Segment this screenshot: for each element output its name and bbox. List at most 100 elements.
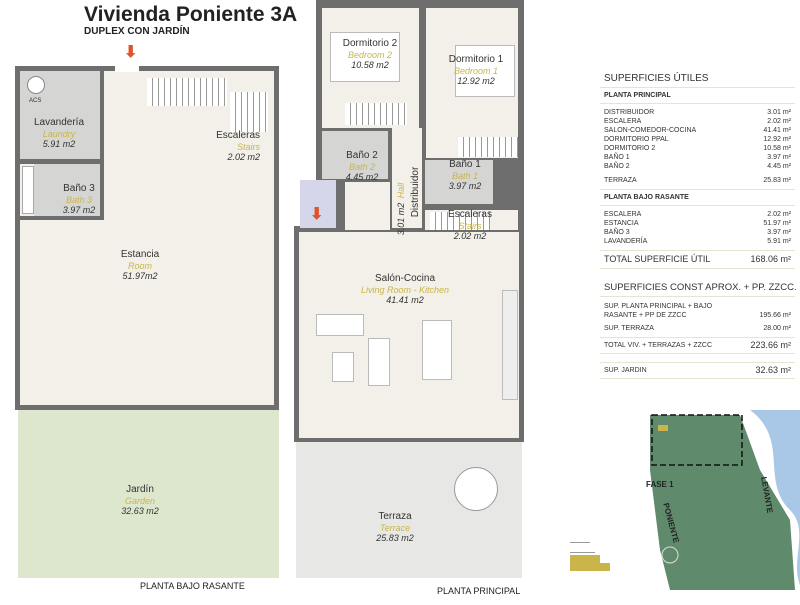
room-name-en: Bath 1 [451,170,479,181]
room-name-en: Terrace [379,522,411,533]
room-name: Dormitorio 1 [448,54,504,65]
room-stairs: Escaleras Stairs 2.02 m2 [440,209,500,241]
kitchen-counter [502,290,518,400]
wall [100,71,104,220]
bath3-room [34,164,100,216]
row-label: BAÑO 2 [604,163,630,170]
room-name: Lavandería [33,117,85,128]
row-value: 195.66 m² [759,312,791,319]
row-label: DISTRIBUIDOR [604,109,655,116]
sofa [368,338,390,386]
room-stairs: Escaleras Stairs 2.02 m2 [190,130,260,162]
page-title: Vivienda Poniente 3A [84,3,298,26]
row-label: SALON-COMEDOR-COCINA [604,127,697,134]
room-area: 3.97 m2 [62,204,96,215]
room-name-en: Hall [396,182,406,199]
room-area: 32.63 m2 [121,505,159,516]
section-heading: PLANTA BAJO RASANTE [600,189,795,206]
room-living-kitchen: Salón-Cocina Living Room - Kitchen 41.41… [340,273,470,305]
row-value: 2.02 m² [767,118,791,125]
table-row: DORMITORIO PPAL 12.92 m² [600,135,795,144]
room-area: 25.83 m2 [376,532,414,543]
room-name-en: Stairs [236,141,260,152]
water-heater-icon [27,76,45,94]
row-label: TOTAL VIV. + TERRAZAS + ZZCC [604,342,713,349]
room-name: Jardín [126,484,154,495]
arrow-down-icon: ⬇ [310,206,324,223]
sofa [316,314,364,336]
room-name-en: Laundry [42,128,76,139]
row-value: 51.97 m² [763,220,791,227]
room-name: Dormitorio 2 [342,38,398,49]
row-label: SUP. JARDIN [604,367,647,374]
room-name-en: Garden [124,495,156,506]
room-garden: Jardín Garden 32.63 m2 [100,484,180,516]
room-area: 5.91 m2 [42,138,76,149]
row-label: DORMITORIO PPAL [604,136,669,143]
room-area: 41.41 m2 [386,294,424,305]
room-area: 51.97m2 [122,270,158,281]
row-label: LAVANDERÍA [604,238,648,245]
table-row: SUP. PLANTA PRINCIPAL + BAJO RASANTE + P… [600,297,795,320]
room-area: 3.97 m2 [448,180,482,191]
row-label: ESCALERA [604,211,642,218]
room-name: Terraza [378,511,412,522]
wardrobe [345,103,407,125]
dining-table [422,320,452,380]
plan-lower-label: PLANTA BAJO RASANTE [140,581,245,591]
building-section-icon [560,535,610,575]
closet-floor [345,182,390,230]
room-bath2: Baño 2 Bath 2 4.45 m2 [340,150,384,182]
table-row: TERRAZA 25.83 m² [600,176,795,185]
areas-table: SUPERFICIES ÚTILES PLANTA PRINCIPAL DIST… [600,68,797,379]
room-bath3: Baño 3 Bath 3 3.97 m2 [50,183,108,215]
room-name: Salón-Cocina [374,273,436,284]
room-name: Escaleras [216,130,260,141]
room-area: 2.02 m2 [227,151,260,162]
row-label: SUP. PLANTA PRINCIPAL + BAJO RASANTE + P… [604,303,713,319]
arrow-down-icon: ⬇ [124,44,138,61]
door [115,66,139,72]
room-bath1: Baño 1 Bath 1 3.97 m2 [440,159,490,191]
row-label: ESCALERA [604,118,642,125]
room-estancia: Estancia Room 51.97m2 [100,249,180,281]
room-bedroom1: Dormitorio 1 Bedroom 1 12.92 m2 [436,54,516,86]
terrace-table [454,467,498,511]
row-value: 12.92 m² [763,136,791,143]
room-name-en: Bath 3 [65,194,93,205]
room-bedroom2: Dormitorio 2 Bedroom 2 10.58 m2 [330,38,410,70]
bed [330,32,400,82]
room-name-en: Bath 2 [348,161,376,172]
room-name: Distribuidor [410,166,421,218]
wall [20,159,104,164]
room-area: 12.92 m2 [457,75,495,86]
room-hall: Distribuidor [408,157,421,227]
table-title: SUPERFICIES ÚTILES [600,68,795,88]
terrace [296,442,522,578]
stairs [430,212,490,230]
row-label: ESTANCIA [604,220,639,227]
shower [22,166,34,214]
row-value: 25.83 m² [763,177,791,184]
row-value: 3.01 m² [767,109,791,116]
row-value: 4.45 m² [767,163,791,170]
bath1-room [425,160,493,204]
room-name: Baño 3 [63,183,95,194]
row-value: 168.06 m² [750,254,791,264]
principal-rows: DISTRIBUIDOR 3.01 m² ESCALERA 2.02 m² SALO… [600,104,795,189]
row-label: TERRAZA [604,177,637,184]
section-heading: PLANTA PRINCIPAL [600,88,795,104]
room-name-en: Bedroom 1 [453,65,499,76]
room-name-en: Stairs [458,220,482,231]
stairs [230,92,268,132]
room-terrace: Terraza Terrace 25.83 m2 [355,511,435,543]
page-subtitle: DUPLEX CON JARDÍN [84,26,190,37]
wardrobe [458,137,518,157]
